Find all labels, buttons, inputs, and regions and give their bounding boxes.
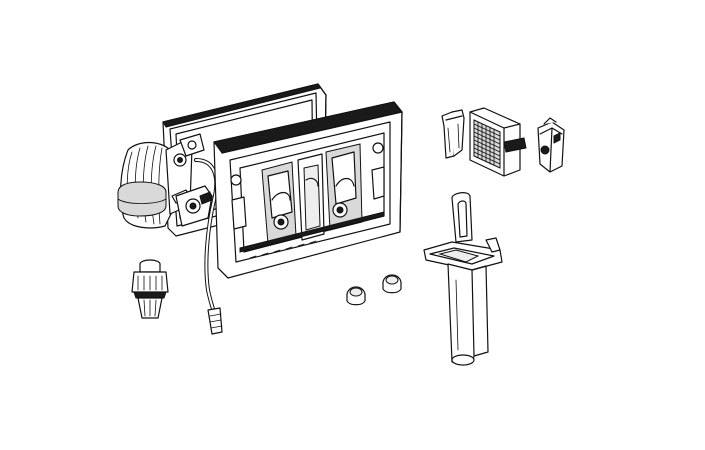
cap-right <box>382 274 402 294</box>
front-mounting-frame <box>213 101 403 279</box>
valve-connector <box>131 259 169 319</box>
grille-module <box>469 107 527 177</box>
small-clip <box>441 109 465 159</box>
clamp-assembly <box>175 133 213 227</box>
service-key-tool <box>423 192 503 366</box>
pneumatic-bellows-unit <box>117 139 193 229</box>
bracket <box>537 117 565 173</box>
cap-left <box>346 286 366 306</box>
